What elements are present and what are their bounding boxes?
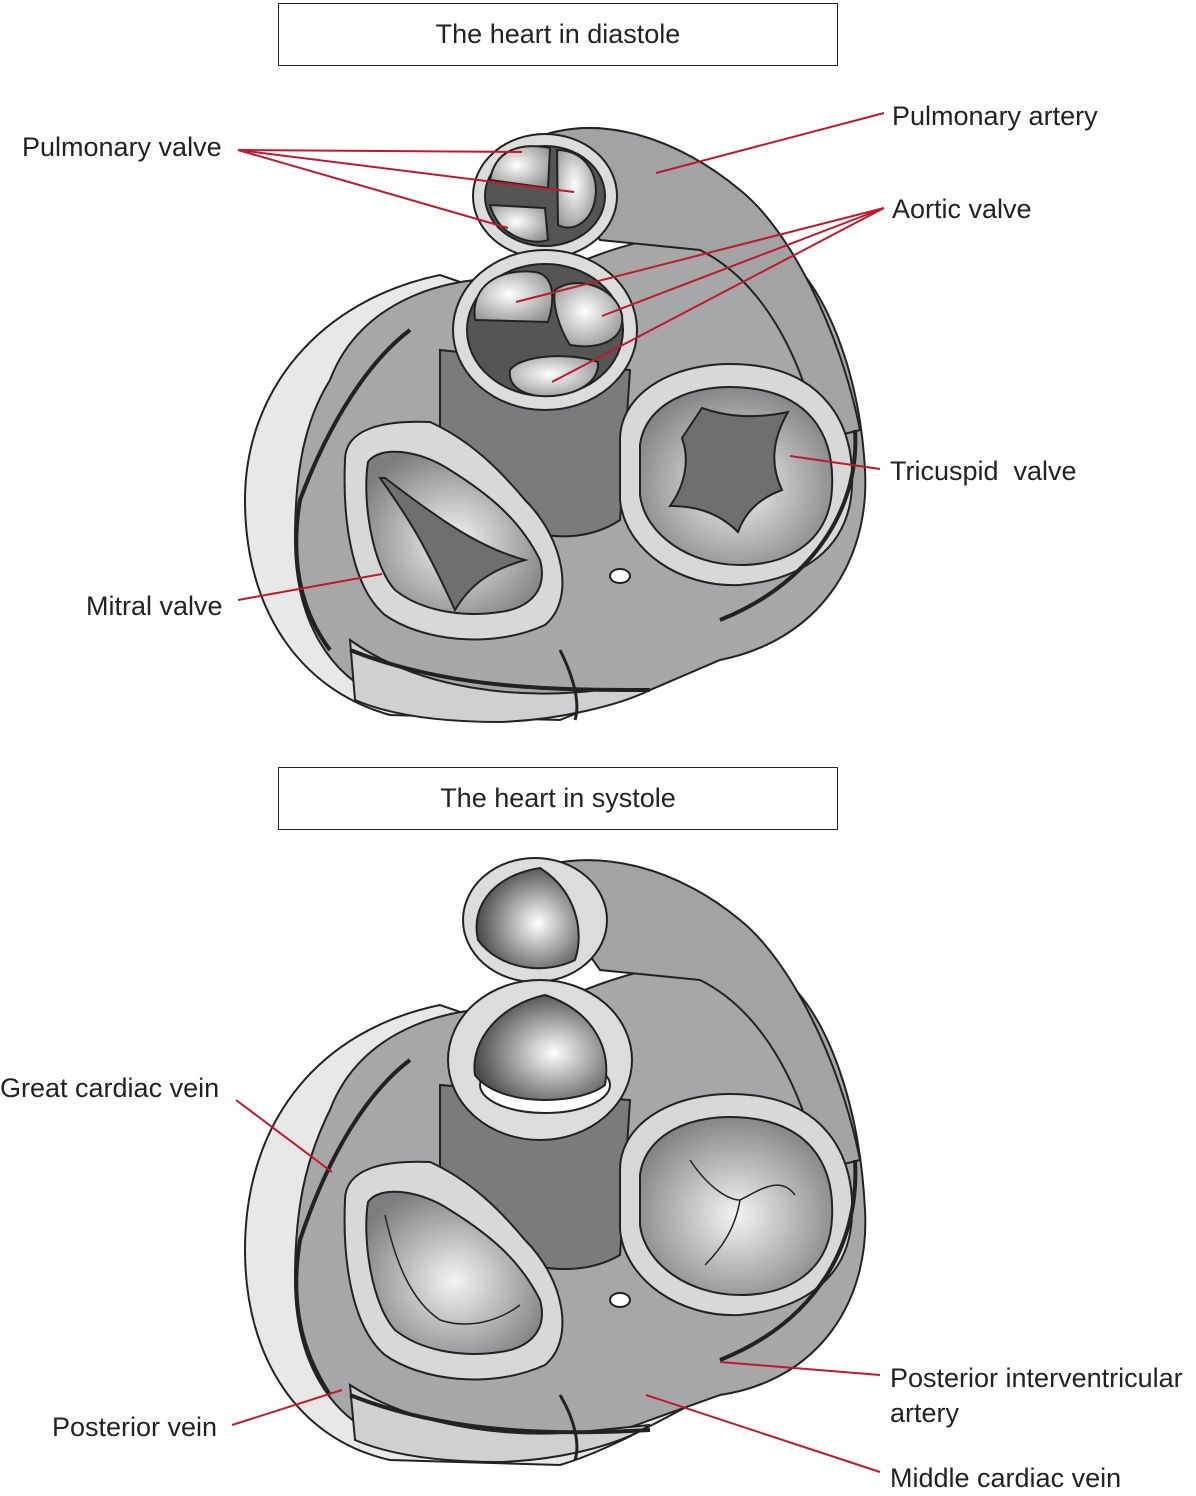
tricuspid-leaflets [668, 406, 790, 534]
heart-systole [243, 857, 867, 1467]
heart-diastole [243, 127, 867, 724]
coronary-vessel [294, 1058, 412, 1397]
label-mitral-valve: Mitral valve [86, 591, 223, 621]
aortic-cusp [473, 270, 554, 324]
systole-title: The heart in systole [278, 767, 838, 830]
mitral-valve-closed [365, 1190, 543, 1355]
aortic-valve-closed [473, 993, 608, 1101]
mitral-coaptation-line [384, 1214, 521, 1325]
mitral-leaflets [378, 477, 529, 613]
pulmonary-valve-closed [475, 866, 580, 970]
pulmonary-trunk [528, 859, 862, 1172]
coronary-vessel [294, 328, 412, 652]
aortic-cusp [553, 282, 624, 348]
tricuspid-coaptation-line [689, 1159, 796, 1266]
coronary-vessel [558, 649, 579, 721]
label-posterior-vein: Posterior vein [52, 1412, 218, 1442]
label-middle-cardiac-vein: Middle cardiac vein [890, 1463, 1122, 1493]
pulmonary-cusp [488, 203, 550, 243]
tricuspid-valve-closed [639, 1116, 834, 1297]
coronary-sinus-opening [609, 568, 631, 584]
label-pulmonary-valve: Pulmonary valve [22, 132, 222, 162]
aortic-cusp [508, 355, 600, 398]
coronary-sinus-opening [609, 1292, 631, 1308]
pulmonary-cusp [555, 148, 597, 229]
coronary-vessel [719, 429, 858, 622]
coronary-vessel [719, 1159, 858, 1362]
coronary-vessel [349, 648, 651, 692]
diastole-title: The heart in diastole [278, 3, 838, 66]
label-posterior-interventricular-artery-line1: Posterior interventricular [890, 1363, 1183, 1393]
pulmonary-cusp [488, 145, 552, 190]
posterior-band [348, 637, 651, 724]
coronary-vessel [349, 1393, 651, 1435]
coronary-vessel [558, 1394, 579, 1461]
label-posterior-interventricular-artery-line2: artery [890, 1398, 960, 1428]
label-great-cardiac-vein: Great cardiac vein [0, 1073, 220, 1103]
leader-lines [231, 112, 885, 1473]
label-aortic-valve: Aortic valve [892, 194, 1032, 224]
label-pulmonary-artery: Pulmonary artery [892, 101, 1098, 131]
label-tricuspid-valve: Tricuspid valve [890, 456, 1077, 486]
